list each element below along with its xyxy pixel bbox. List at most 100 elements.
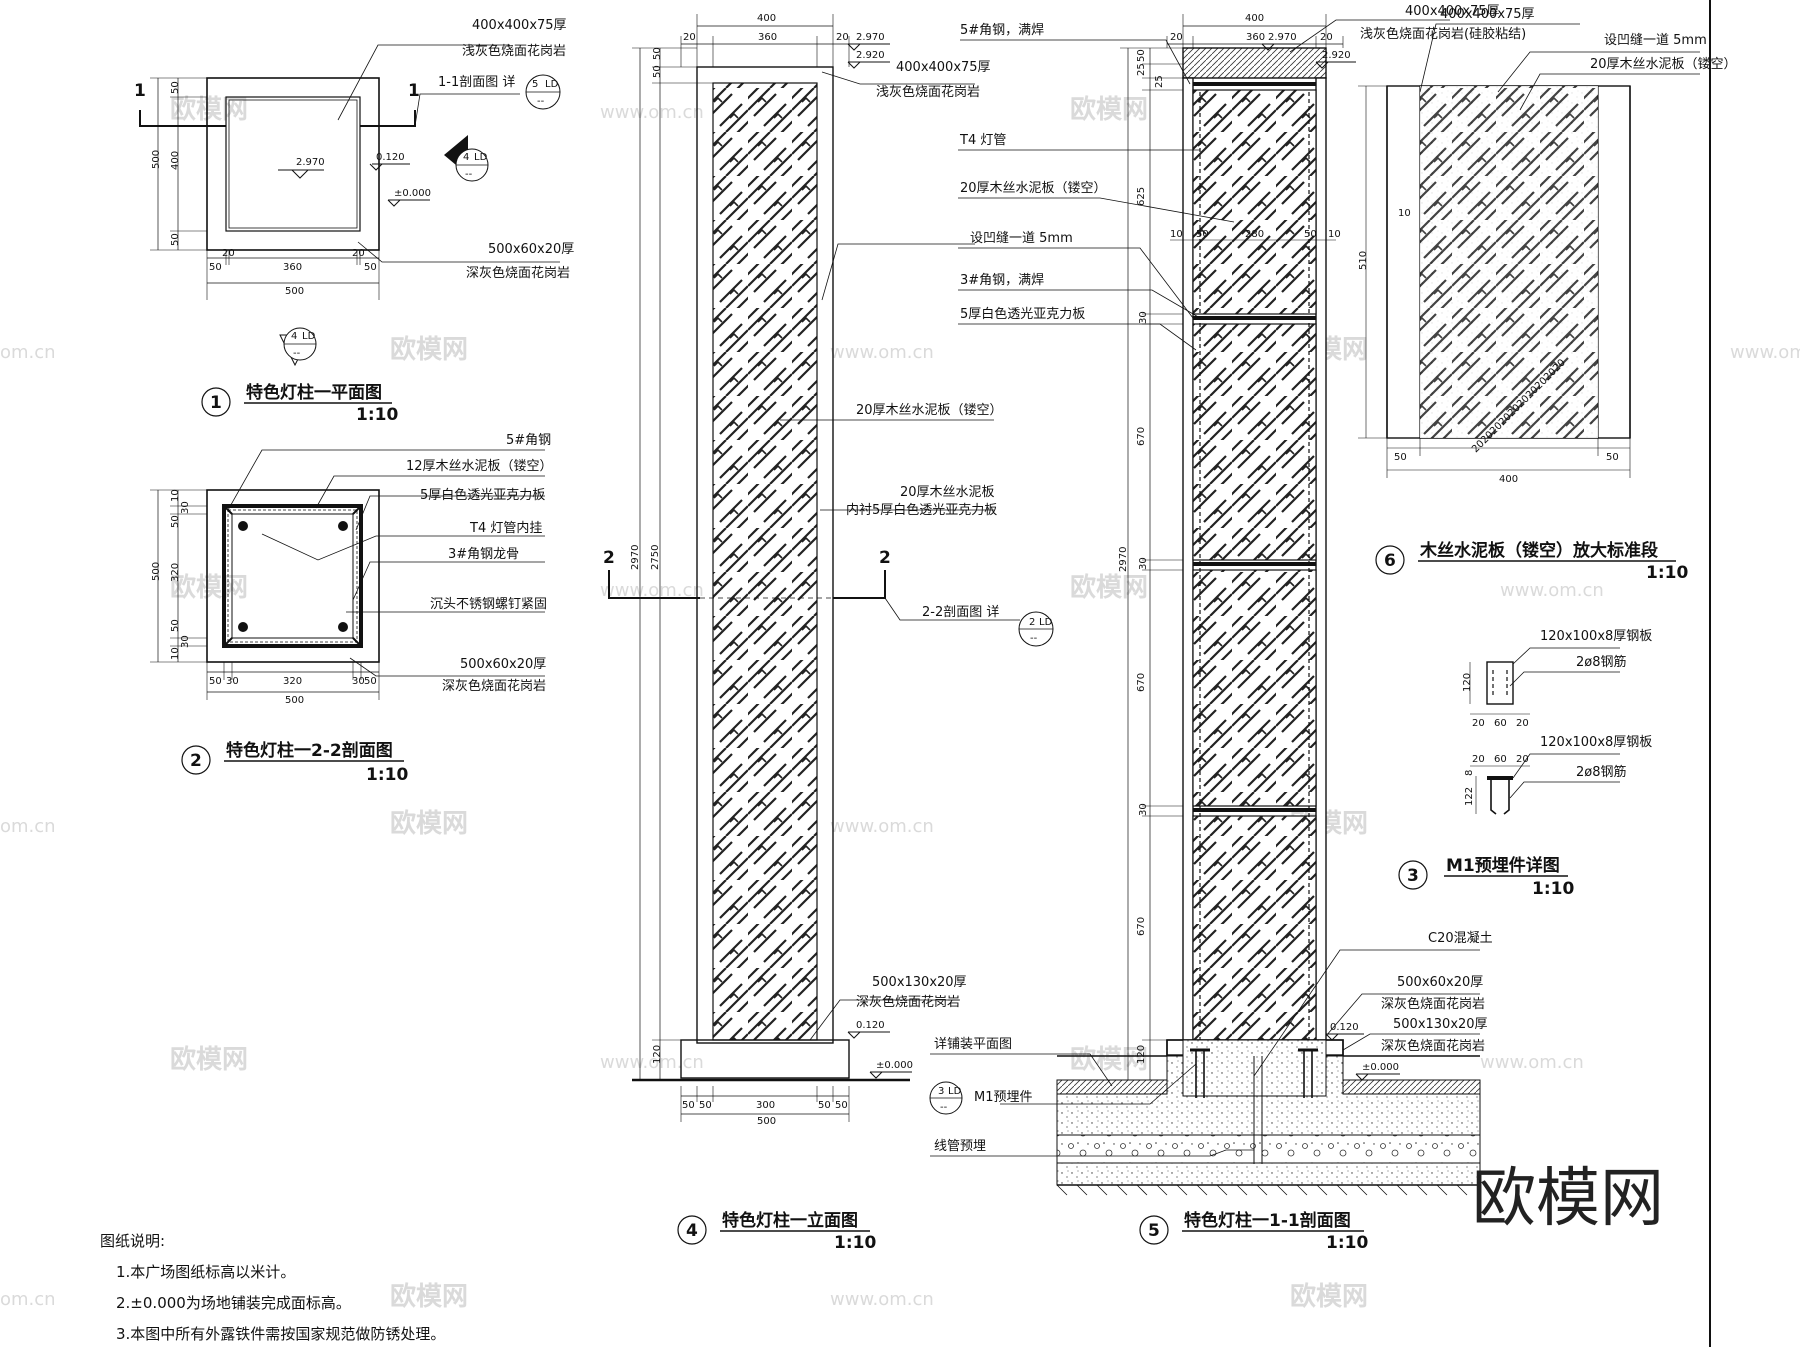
view1-title: 特色灯柱一平面图 xyxy=(246,382,382,403)
section11-panel-2 xyxy=(1192,323,1317,561)
svg-text:500: 500 xyxy=(285,695,304,706)
svg-text:3: 3 xyxy=(1407,866,1419,886)
view5-number-badge xyxy=(1139,1215,1169,1245)
svg-text:5#角钢，满焊: 5#角钢，满焊 xyxy=(960,22,1044,38)
svg-text:20厚木丝水泥板（镂空）: 20厚木丝水泥板（镂空） xyxy=(960,181,1107,196)
section11-panel-1 xyxy=(1192,89,1317,315)
svg-text:360: 360 xyxy=(283,262,302,273)
svg-text:--: -- xyxy=(537,96,545,107)
view1-plan: 1 1 2.970 0.120 ±0.000 400x400x75厚 浅灰色烧面… xyxy=(134,18,574,425)
svg-text:50: 50 xyxy=(170,619,181,632)
svg-text:30: 30 xyxy=(1138,311,1149,324)
plan-label-cap-size: 400x400x75厚 xyxy=(472,18,567,33)
plan-label-base-material: 深灰色烧面花岗岩 xyxy=(466,265,570,281)
svg-text:om.cn: om.cn xyxy=(0,816,56,837)
svg-text:500x60x20厚: 500x60x20厚 xyxy=(460,657,546,672)
plan-inner-cap xyxy=(225,96,361,232)
svg-text:±0.000: ±0.000 xyxy=(1362,1062,1399,1073)
svg-text:www.om.cn: www.om.cn xyxy=(600,1052,704,1073)
plan-dims-bottom: 50 20 360 20 50 500 xyxy=(206,248,380,300)
elevation-dims-left: 50 50 2750 2970 120 xyxy=(630,47,713,1081)
view3-embed-detail: 120x100x8厚钢板 2ø8钢筋 120 20 60 20 120x100x… xyxy=(1398,629,1652,899)
svg-text:10: 10 xyxy=(1170,229,1183,240)
svg-text:3#角钢，满焊: 3#角钢，满焊 xyxy=(960,272,1044,288)
svg-text:60: 60 xyxy=(1494,718,1507,729)
svg-text:10: 10 xyxy=(170,647,181,660)
svg-text:1: 1 xyxy=(210,393,222,413)
svg-text:0.120: 0.120 xyxy=(856,1020,885,1031)
view1-number-badge xyxy=(201,387,231,417)
svg-text:120: 120 xyxy=(1136,1045,1147,1064)
svg-text:5: 5 xyxy=(532,79,538,90)
svg-text:--: -- xyxy=(465,169,473,180)
plan-label-cap-material: 浅灰色烧面花岗岩 xyxy=(462,43,566,59)
svg-text:www.om.cn: www.om.cn xyxy=(1730,342,1800,363)
enlarged-dims: 10 510 50 50 400 xyxy=(1358,85,1631,485)
svg-text:www.om.cn: www.om.cn xyxy=(600,580,704,601)
svg-text:625: 625 xyxy=(1136,187,1147,206)
svg-text:30: 30 xyxy=(180,501,191,514)
svg-text:50: 50 xyxy=(1606,452,1619,463)
view2-title: 特色灯柱一2-2剖面图 xyxy=(226,740,393,761)
view2-number-badge xyxy=(181,745,211,775)
svg-text:--: -- xyxy=(1030,633,1038,644)
svg-text:--: -- xyxy=(940,1102,948,1113)
view5-scale: 1:10 xyxy=(1326,1233,1368,1253)
svg-text:670: 670 xyxy=(1136,427,1147,446)
svg-text:4: 4 xyxy=(686,1221,698,1241)
svg-text:120: 120 xyxy=(652,1045,663,1064)
svg-text:500x60x20厚: 500x60x20厚 xyxy=(1397,975,1483,990)
svg-text:2970: 2970 xyxy=(1118,547,1129,572)
svg-text:深灰色烧面花岗岩: 深灰色烧面花岗岩 xyxy=(1381,996,1485,1012)
svg-text:www.om.cn: www.om.cn xyxy=(1500,580,1604,601)
plan-label-section-ref: 1-1剖面图 详 xyxy=(438,75,515,90)
svg-text:400: 400 xyxy=(1499,474,1518,485)
svg-text:400: 400 xyxy=(757,13,776,24)
svg-text:欧模网: 欧模网 xyxy=(1290,1281,1368,1312)
section22-angle-frame xyxy=(222,504,363,648)
svg-text:50: 50 xyxy=(170,81,181,94)
svg-text:设凹缝一道 5mm: 设凹缝一道 5mm xyxy=(1604,33,1707,48)
svg-text:10: 10 xyxy=(1398,208,1411,219)
view2-scale: 1:10 xyxy=(366,765,408,785)
svg-text:360: 360 xyxy=(1246,32,1265,43)
svg-text:内衬5厚白色透光亚克力板: 内衬5厚白色透光亚克力板 xyxy=(846,502,997,518)
note-item-2: 2.±0.000为场地铺装完成面标高。 xyxy=(116,1294,351,1312)
svg-text:60: 60 xyxy=(1494,754,1507,765)
svg-text:280: 280 xyxy=(1245,229,1264,240)
svg-text:30: 30 xyxy=(1138,803,1149,816)
svg-text:50: 50 xyxy=(1304,229,1317,240)
svg-text:50: 50 xyxy=(170,233,181,246)
view3-title: M1预埋件详图 xyxy=(1446,855,1560,876)
section-line-1-left xyxy=(139,110,226,127)
svg-text:500x130x20厚: 500x130x20厚 xyxy=(1393,1017,1488,1032)
svg-text:T4 灯管: T4 灯管 xyxy=(959,133,1006,148)
svg-text:400x400x75厚: 400x400x75厚 xyxy=(1440,7,1535,22)
elevation-fret-panel xyxy=(712,82,818,1041)
view6-title: 木丝水泥板（镂空）放大标准段 xyxy=(1419,540,1658,561)
svg-text:浅灰色烧面花岗岩: 浅灰色烧面花岗岩 xyxy=(876,84,980,100)
svg-text:50: 50 xyxy=(364,262,377,273)
svg-text:120x100x8厚钢板: 120x100x8厚钢板 xyxy=(1540,735,1652,750)
section11-gravel-bed xyxy=(1056,1134,1481,1164)
svg-text:20: 20 xyxy=(1472,718,1485,729)
plan-elev-mid: 0.120 xyxy=(376,152,405,163)
svg-text:20: 20 xyxy=(1516,754,1529,765)
svg-text:0.120: 0.120 xyxy=(1330,1022,1359,1033)
view4-number-badge xyxy=(677,1215,707,1245)
drawing-notes: 图纸说明: 1.本广场图纸标高以米计。 2.±0.000为场地铺装完成面标高。 … xyxy=(100,1232,445,1343)
svg-text:2: 2 xyxy=(190,751,202,771)
view6-scale: 1:10 xyxy=(1646,563,1688,583)
svg-text:320: 320 xyxy=(170,563,181,582)
svg-text:www.om.cn: www.om.cn xyxy=(600,102,704,123)
svg-text:20厚木丝水泥板: 20厚木丝水泥板 xyxy=(900,485,995,500)
svg-text:2-2剖面图 详: 2-2剖面图 详 xyxy=(922,605,999,620)
svg-text:欧模网: 欧模网 xyxy=(170,572,248,603)
svg-text:深灰色烧面花岗岩: 深灰色烧面花岗岩 xyxy=(1381,1038,1485,1054)
plan-label-base-size: 500x60x20厚 xyxy=(488,242,574,257)
svg-text:www.om.cn: www.om.cn xyxy=(830,1289,934,1310)
svg-text:4: 4 xyxy=(463,152,469,163)
note-item-3: 3.本图中所有外露铁件需按国家规范做防锈处理。 xyxy=(116,1325,445,1343)
svg-text:10: 10 xyxy=(170,489,181,502)
svg-text:50: 50 xyxy=(170,515,181,528)
